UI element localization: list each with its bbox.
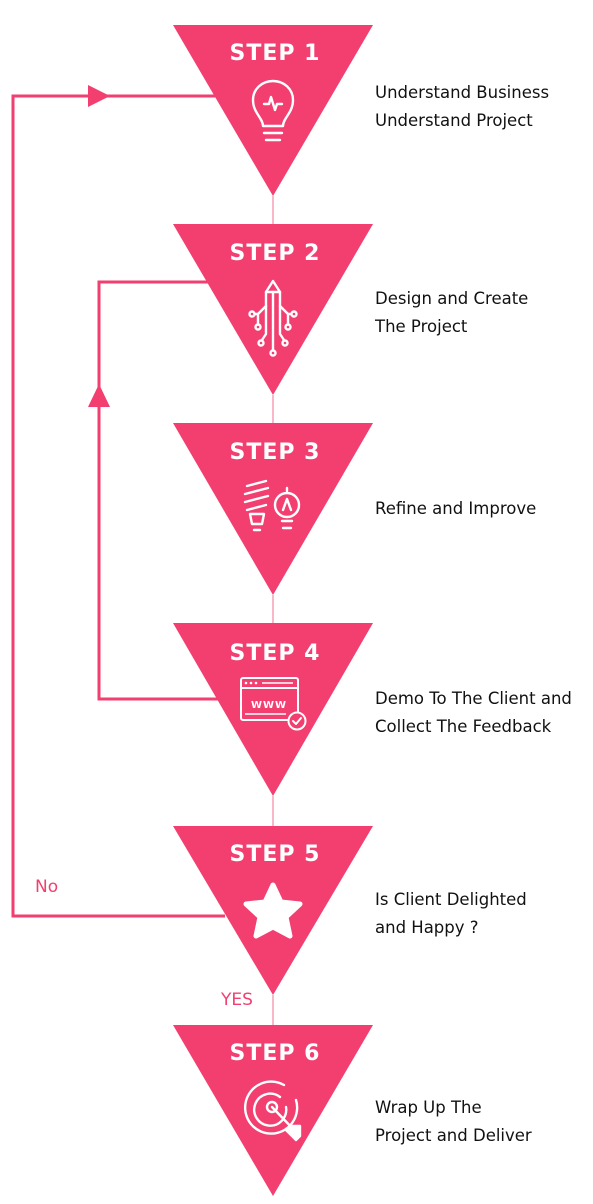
refine-loop-line [97, 280, 220, 701]
step-4: STEP 4 WWW Demo To The Client and Collec… [173, 623, 572, 796]
step-3-triangle [173, 423, 373, 595]
step-6-desc-line-2: Project and Deliver [375, 1126, 532, 1145]
step-4-label: STEP 4 [230, 641, 321, 666]
step-1-desc-line-2: Understand Project [375, 111, 533, 130]
no-loop-line [11, 94, 225, 918]
step-6-triangle [173, 1025, 373, 1196]
step-6: STEP 6 Wrap Up The Project and Deliver [173, 1025, 532, 1196]
star-icon [243, 882, 303, 939]
step-1-triangle [173, 25, 373, 196]
refine-loop-arrowhead [88, 384, 110, 407]
step-4-desc-line-1: Demo To The Client and [375, 689, 572, 708]
browser-www-check-icon: WWW [240, 677, 307, 731]
step-1-desc-line-1: Understand Business [375, 83, 549, 102]
step-6-desc-line-1: Wrap Up The [375, 1098, 482, 1117]
energy-bulbs-icon [243, 479, 301, 532]
step-6-label: STEP 6 [230, 1041, 321, 1066]
step-4-desc-line-2: Collect The Feedback [375, 717, 552, 736]
lightbulb-icon [251, 79, 295, 142]
circuit-pencil-icon [248, 279, 298, 357]
step-3-label: STEP 3 [230, 440, 321, 465]
step-5-desc-line-1: Is Client Delighted [375, 890, 527, 909]
step-1-label: STEP 1 [230, 41, 321, 66]
no-label: No [35, 877, 58, 897]
step-2-label: STEP 2 [230, 241, 321, 266]
yes-label: YES [220, 990, 253, 1010]
step-1: STEP 1 Understand Business Understand Pr… [173, 25, 549, 196]
step-2: STEP 2 Design and Create The Project [173, 224, 528, 395]
step-3-desc-line-1: Refine and Improve [375, 499, 536, 518]
step-2-desc-line-1: Design and Create [375, 289, 528, 308]
step-4-triangle [173, 623, 373, 796]
step-5-label: STEP 5 [230, 842, 321, 867]
step-5-desc-line-2: and Happy ? [375, 918, 479, 937]
step-5: STEP 5 Is Client Delighted and Happy ? [173, 826, 527, 995]
step-3: STEP 3 Refine and Improve [173, 423, 536, 595]
no-loop-arrowhead [88, 85, 110, 107]
step-2-desc-line-2: The Project [374, 317, 468, 336]
feedback-loops [11, 94, 225, 918]
svg-text:WWW: WWW [251, 700, 287, 711]
target-arrow-icon [243, 1080, 302, 1142]
